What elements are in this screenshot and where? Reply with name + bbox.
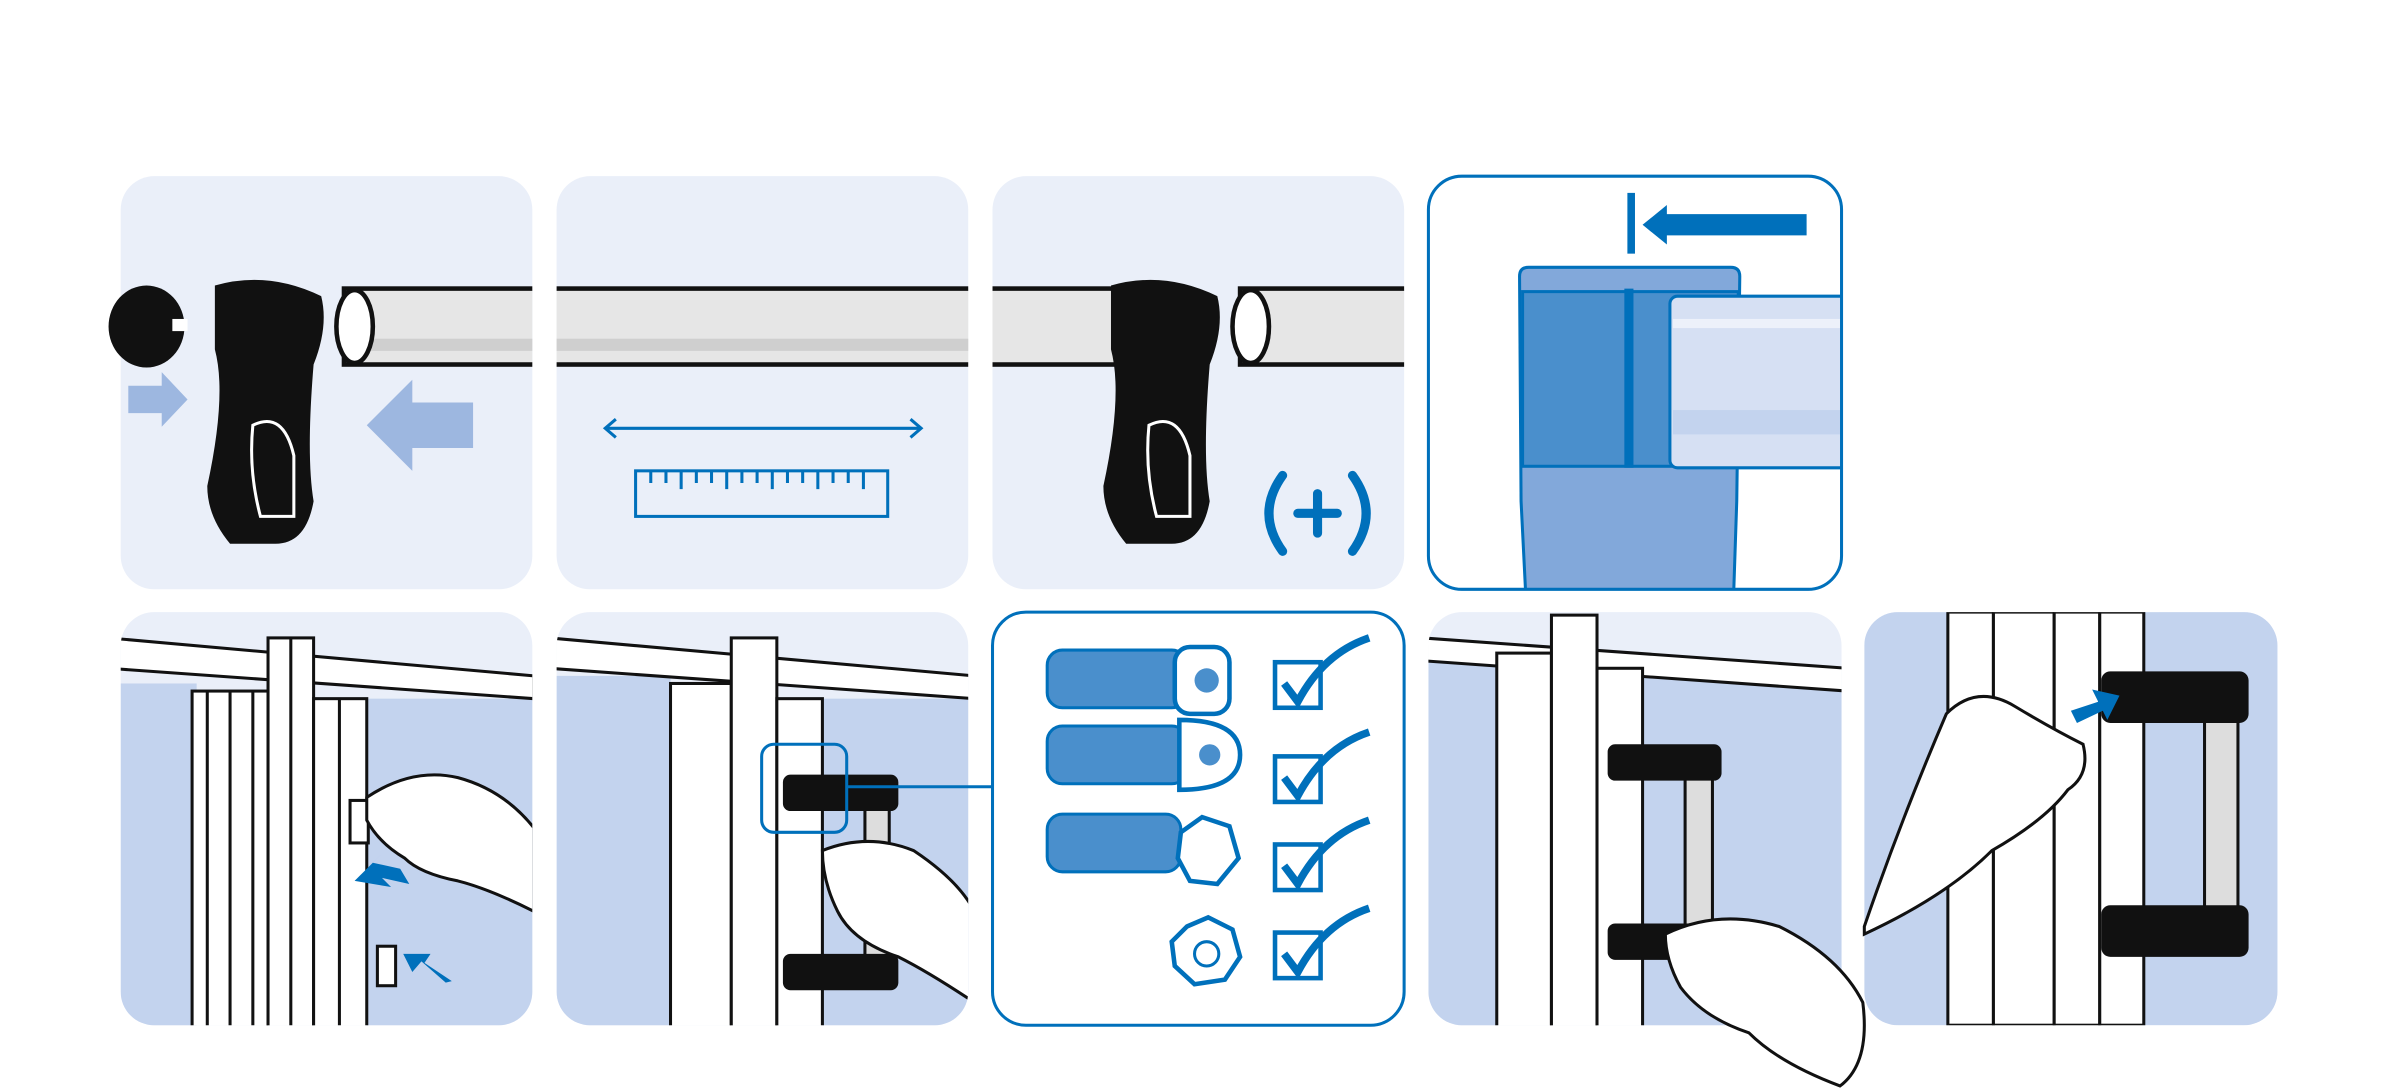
aluminium-profile — [190, 636, 369, 1026]
tube — [341, 286, 533, 367]
screw-button-head — [1045, 717, 1243, 793]
step-9-panel — [1862, 612, 2278, 1026]
step-6-panel — [556, 612, 993, 1026]
step-4-panel — [1426, 174, 1844, 591]
hex-nut — [1169, 914, 1243, 987]
end-cap — [108, 285, 188, 368]
arrow-icon — [354, 853, 410, 887]
ruler-icon — [634, 469, 890, 518]
step-5-panel — [120, 612, 533, 1026]
clamp — [207, 279, 324, 544]
screw-socket-cap — [1045, 644, 1232, 717]
hand — [820, 839, 969, 1006]
handle-bracket — [2101, 671, 2249, 723]
arrow-left-stop-icon — [1627, 192, 1807, 254]
arrow-right-icon — [128, 372, 188, 427]
handle-tube — [2203, 712, 2240, 913]
measure-arrow-icon — [602, 418, 924, 439]
clamp — [1103, 279, 1220, 544]
arrow-icon — [2070, 689, 2120, 723]
arrow-left-icon — [366, 379, 474, 471]
step-8-panel — [1428, 612, 1866, 1088]
glass-pane — [120, 683, 197, 1026]
arrow-icon — [403, 953, 452, 983]
plus-icon — [1264, 470, 1371, 556]
checkmark-icon — [1272, 634, 1371, 981]
hand — [1862, 695, 2087, 937]
handle-bracket — [1607, 744, 1722, 781]
screw-hex-head — [1045, 812, 1242, 887]
step-7-panel — [990, 610, 1406, 1027]
hand — [365, 773, 533, 914]
handle-tube — [1683, 773, 1714, 936]
step-2-panel — [556, 176, 969, 590]
step-3-panel — [992, 176, 1405, 590]
step-1-panel — [108, 176, 533, 590]
tube — [556, 286, 969, 367]
handle-bracket — [782, 774, 899, 812]
hand — [1663, 917, 1866, 1088]
